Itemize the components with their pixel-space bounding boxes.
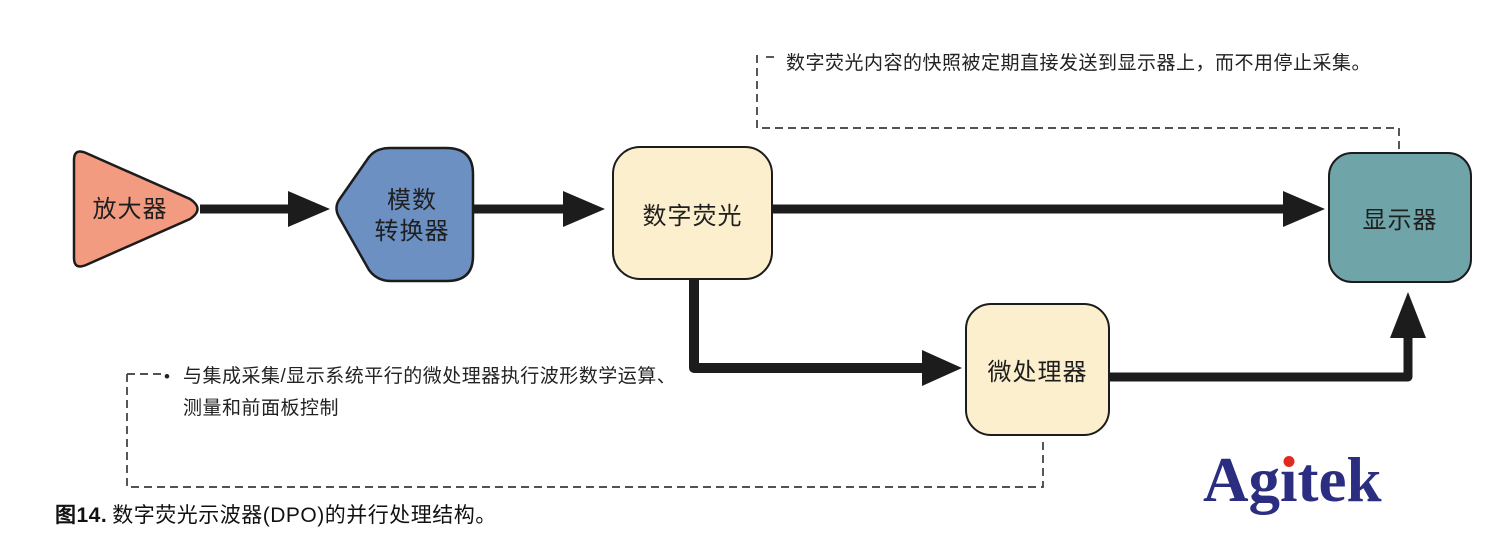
display-node: 显示器 — [1328, 152, 1472, 283]
logo-text-pre: Ag — [1203, 445, 1280, 515]
top-note-connector — [756, 55, 1400, 150]
logo-text-post: tek — [1297, 445, 1382, 515]
arrow-adc-to-dp-head — [563, 191, 605, 227]
left-note-connector — [126, 374, 1044, 488]
adc-label: 模数 转换器 — [374, 187, 450, 245]
arrow-amp-to-adc-head — [288, 191, 330, 227]
path-dp-to-micro — [689, 280, 926, 373]
logo-red-dot-icon — [1283, 456, 1295, 467]
figure-caption-text: 数字荧光示波器(DPO)的并行处理结构。 — [112, 504, 497, 527]
top-annotation: 数字荧光内容的快照被定期直接发送到显示器上，而不用停止采集。 — [786, 53, 1372, 74]
figure-caption: 图14.数字荧光示波器(DPO)的并行处理结构。 — [55, 499, 497, 529]
path-micro-to-display — [1110, 334, 1413, 382]
digital-phosphor-node: 数字荧光 — [612, 146, 773, 280]
arrow-dp-to-micro-head — [922, 350, 962, 386]
arrow-micro-to-display-head — [1390, 292, 1426, 338]
figure-number: 图14. — [55, 504, 108, 527]
digital-phosphor-label: 数字荧光 — [642, 202, 743, 230]
arrow-dp-to-display-head — [1283, 191, 1325, 227]
amplifier-label: 放大器 — [92, 195, 168, 223]
adc-shape — [335, 146, 475, 283]
left-annotation: • 与集成采集/显示系统平行的微处理器执行波形数学运算、 测量和前面板控制 — [164, 361, 676, 425]
left-annotation-line1: 与集成采集/显示系统平行的微处理器执行波形数学运算、 — [183, 366, 677, 387]
microprocessor-node: 微处理器 — [965, 303, 1110, 436]
logo-letter-i: ı — [1280, 449, 1298, 512]
left-annotation-bullet: • — [164, 367, 171, 386]
amplifier-shape — [72, 150, 199, 268]
display-label: 显示器 — [1362, 207, 1438, 234]
left-annotation-line2: 测量和前面板控制 — [183, 398, 340, 419]
left-annotation-text: 与集成采集/显示系统平行的微处理器执行波形数学运算、 测量和前面板控制 — [183, 361, 676, 425]
microprocessor-label: 微处理器 — [987, 359, 1088, 386]
